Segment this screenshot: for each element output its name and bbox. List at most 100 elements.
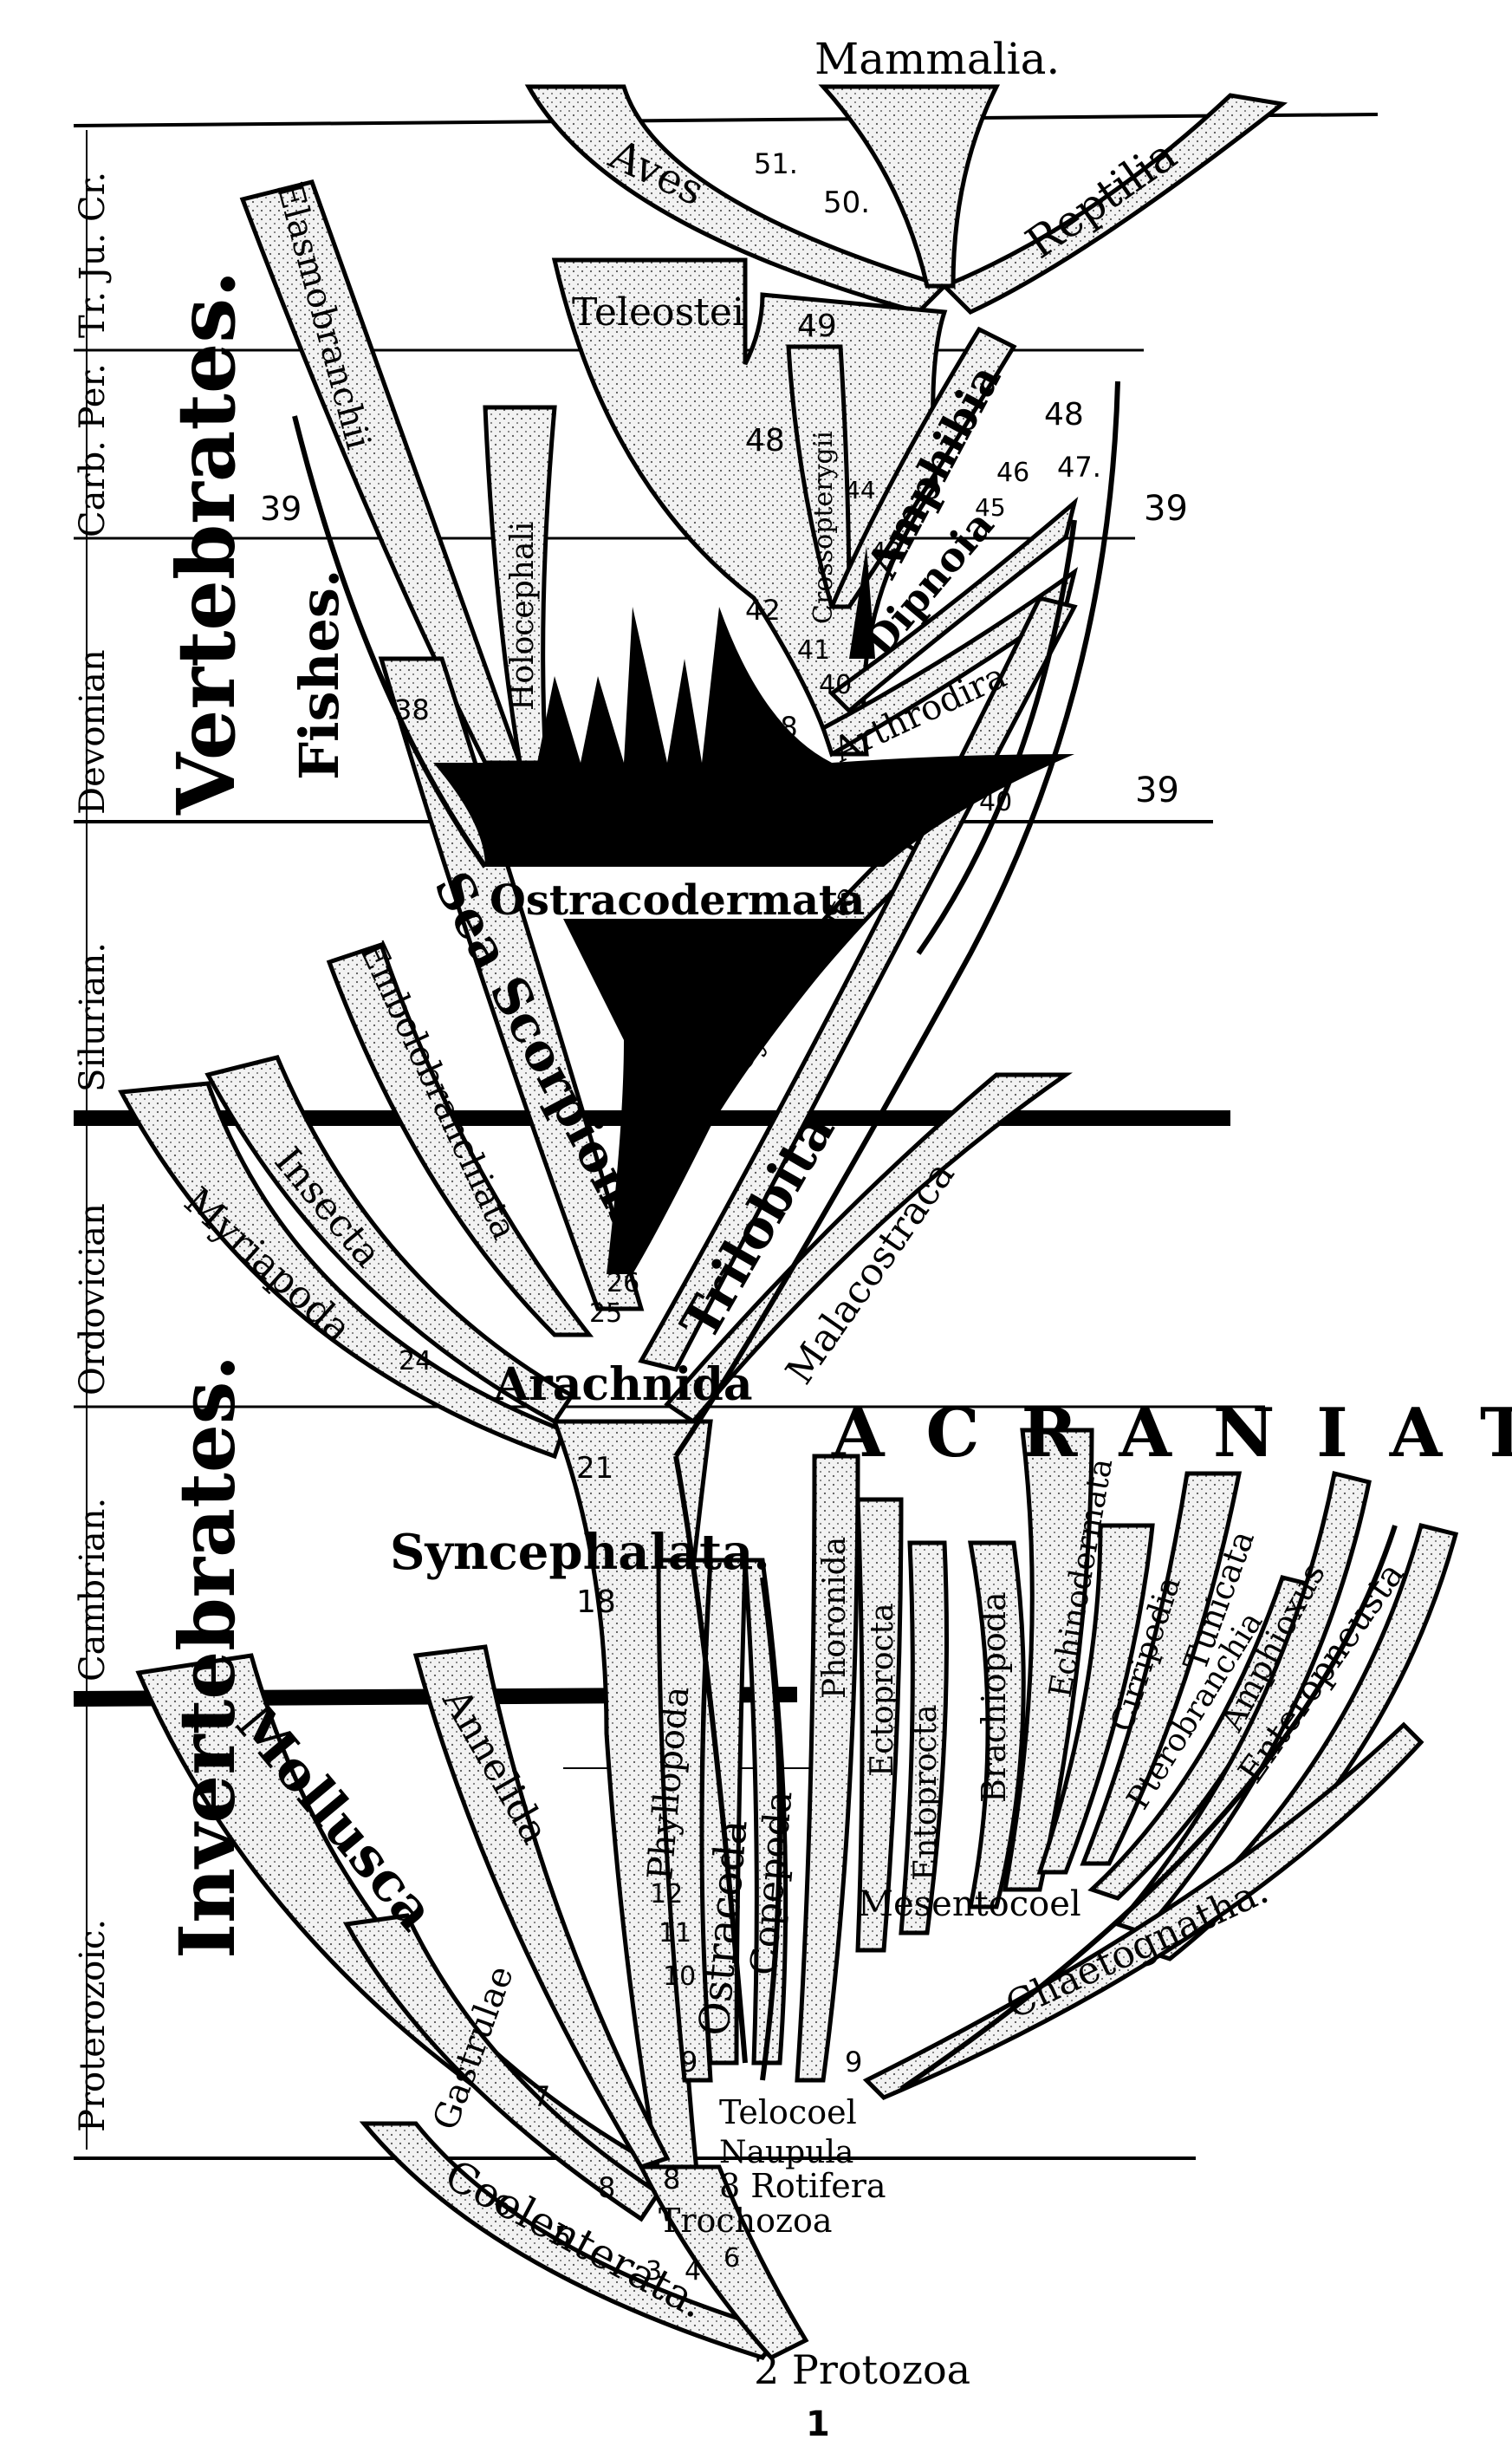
lineage-line bbox=[916, 519, 1077, 955]
period-label: Cambrian. bbox=[73, 1498, 113, 1682]
lineage-line bbox=[673, 1455, 748, 2064]
period-label: Ordovician bbox=[73, 1203, 113, 1395]
node-number: 38 bbox=[394, 693, 430, 726]
node-number: 40 bbox=[819, 670, 852, 700]
node-number: 37. bbox=[762, 748, 804, 778]
taxon-mammalia: Mammalia. bbox=[814, 34, 1060, 84]
branch-malacostraca bbox=[664, 1072, 1073, 1425]
period-label: Carb. Per. bbox=[73, 363, 113, 537]
branch-annelida bbox=[412, 1644, 671, 2170]
branch-brachiopoda bbox=[967, 1540, 1026, 1909]
taxon-entoprocta: Entoprocta bbox=[908, 1704, 944, 1881]
node-number: 26 bbox=[607, 1268, 639, 1298]
taxon-crossopterygii: Crossopterygii bbox=[808, 431, 839, 624]
node-number: 43 bbox=[871, 537, 902, 565]
node-number: 45 bbox=[975, 493, 1006, 522]
branch-base bbox=[637, 2164, 809, 2361]
taxon-arachnida: Arachnida bbox=[493, 1358, 753, 1411]
branch-echinodermata bbox=[1003, 1428, 1094, 1892]
node-number: 39 bbox=[1135, 771, 1179, 810]
node-number: 8 bbox=[598, 2171, 615, 2204]
taxon-syncephalata: Syncephalata. bbox=[390, 1524, 770, 1581]
taxon-naupula: Naupula bbox=[719, 2135, 853, 2170]
period-label: Tr. Ju. Cr. bbox=[73, 172, 113, 338]
node-numbers: 51. 50. 49 48 44 48 46 47. 45 43 42 41 4… bbox=[260, 147, 1188, 2444]
node-number: 1 bbox=[806, 2404, 830, 2444]
taxon-trochozoa: Trochozoa bbox=[659, 2202, 833, 2240]
taxon-holocephali: Holocephali bbox=[505, 522, 541, 711]
branch-dipnoia bbox=[828, 496, 1079, 714]
node-number: 25 bbox=[589, 1298, 622, 1329]
node-number: 46 bbox=[996, 458, 1029, 488]
period-label: Silurian. bbox=[73, 942, 113, 1092]
branch-embolobranchiata bbox=[326, 941, 594, 1337]
node-number: 24 bbox=[399, 1346, 432, 1376]
period-line bbox=[73, 113, 1379, 127]
branch-entoprocta bbox=[899, 1540, 949, 1935]
branch-mammalia bbox=[818, 84, 1001, 289]
lineage-lines bbox=[292, 381, 1398, 2091]
ostracodermata-funnel bbox=[563, 919, 866, 1274]
taxon-protozoa: 2 Protozoa bbox=[754, 2346, 970, 2393]
taxon-teleostei: Teleostei bbox=[572, 290, 744, 335]
node-number: 50. bbox=[823, 185, 870, 220]
branch-amphibia bbox=[828, 326, 1017, 609]
branch-chaetognatha bbox=[862, 1721, 1424, 2100]
node-number: 44 bbox=[845, 476, 876, 504]
group-label-vertebrates: Vertebrates. bbox=[159, 270, 253, 816]
taxon-reptilia: Reptilia bbox=[1017, 129, 1186, 269]
node-number: 48 bbox=[1044, 397, 1084, 433]
node-number: 9 bbox=[680, 2046, 698, 2078]
branch-gastrulae bbox=[343, 1913, 662, 2222]
branch-enteropneusta bbox=[1139, 1522, 1459, 1961]
node-number: 18 bbox=[576, 1584, 616, 1620]
taxon-rotifera: 8 Rotifera bbox=[719, 2167, 886, 2205]
node-number: 48 bbox=[745, 423, 785, 459]
node-number: 42 bbox=[745, 594, 781, 627]
branch-myriapoda bbox=[118, 1081, 567, 1460]
ostracodermata-tendril bbox=[849, 546, 875, 659]
lineage-line bbox=[673, 381, 1120, 1458]
node-number: 4 bbox=[685, 2256, 701, 2287]
node-number: 7 bbox=[533, 2080, 550, 2113]
period-label: Devonian bbox=[73, 649, 113, 815]
node-number: 39 bbox=[1144, 489, 1188, 529]
branches bbox=[118, 84, 1459, 2361]
taxon-ostracodermata: Ostracodermata bbox=[490, 876, 865, 925]
lineage-line bbox=[760, 1577, 782, 2081]
node-number: 9 bbox=[845, 2046, 862, 2078]
group-label-invertebrates: Invertebrates. bbox=[162, 1355, 252, 1959]
taxon-ectoprocta: Ectoprocta bbox=[865, 1603, 900, 1777]
node-number: 12 bbox=[650, 1879, 683, 1909]
node-number: 8 bbox=[663, 2163, 680, 2196]
taxon-brachiopoda: Brachiopoda bbox=[975, 1591, 1013, 1803]
lineage-line bbox=[292, 415, 488, 868]
node-number: 39 bbox=[260, 490, 302, 528]
branch-ectoprocta bbox=[855, 1497, 904, 1953]
node-number: 49 bbox=[797, 309, 837, 344]
node-number: 5 bbox=[555, 2222, 571, 2252]
node-number: 40 bbox=[979, 787, 1012, 817]
branch-insecta bbox=[204, 1055, 575, 1425]
ostracodermata-crown bbox=[433, 607, 1074, 867]
lineage-line bbox=[899, 1525, 1398, 2091]
node-number: 41 bbox=[797, 635, 830, 666]
node-number: 47. bbox=[1057, 451, 1101, 484]
period-label: Proterozoic. bbox=[73, 1919, 113, 2132]
node-number: 6 bbox=[494, 2191, 510, 2222]
branch-tunicata bbox=[1080, 1471, 1243, 1866]
period-labels: Tr. Ju. Cr. Carb. Per. Devonian Silurian… bbox=[73, 172, 113, 2132]
ostracodermata-shape bbox=[433, 546, 1074, 1274]
branch-phoronida bbox=[795, 1454, 860, 2083]
taxon-telocoel: Telocoel bbox=[719, 2093, 857, 2131]
taxon-phoronida: Phoronida bbox=[817, 1537, 853, 1699]
branch-arthrodira bbox=[820, 567, 1079, 758]
node-number: 21 bbox=[576, 1451, 613, 1486]
group-label-acraniata: ACRANIATA bbox=[831, 1394, 1512, 1473]
node-number: 51. bbox=[754, 147, 798, 180]
node-number: 38 bbox=[762, 711, 798, 744]
branch-cirripedia bbox=[1036, 1523, 1155, 1875]
node-number: 10 bbox=[663, 1961, 696, 1992]
node-number: 3 bbox=[646, 2256, 662, 2287]
